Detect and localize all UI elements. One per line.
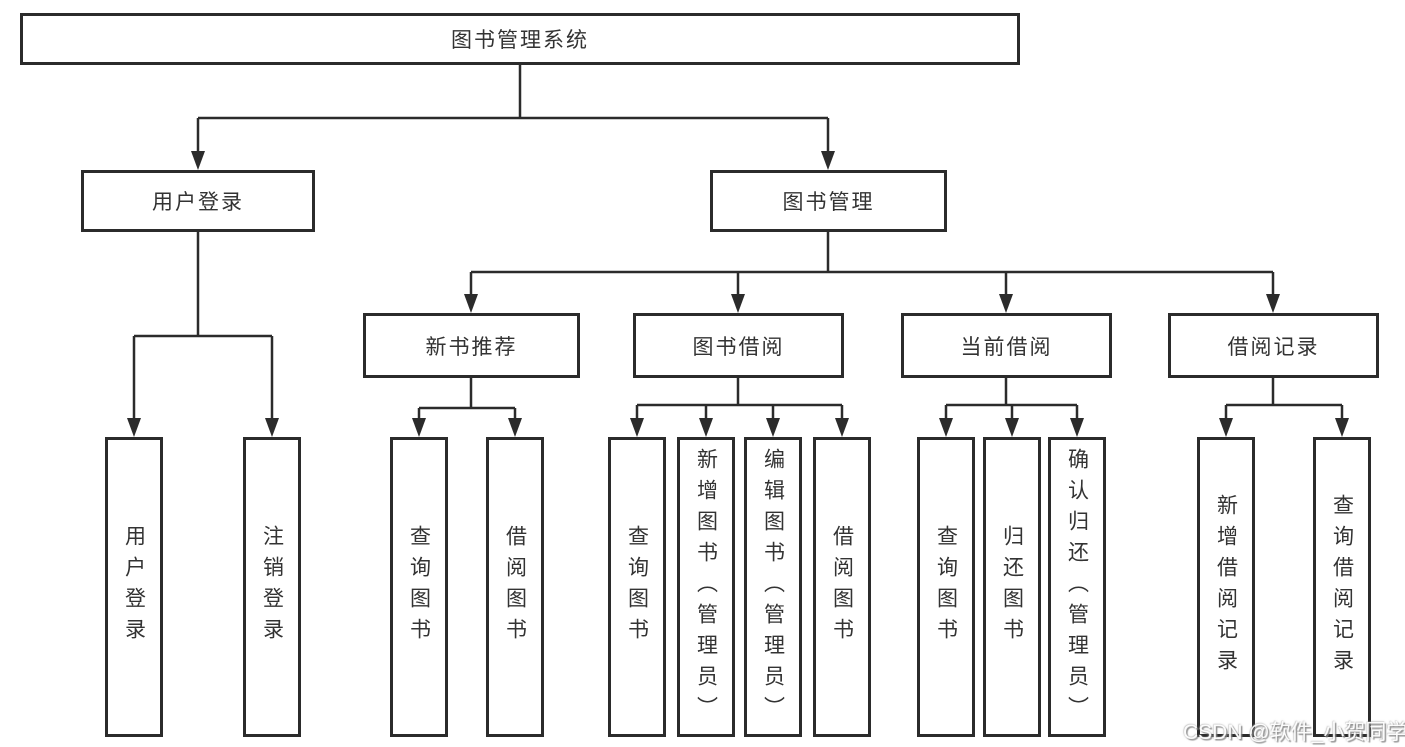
node-logout: 注销登录	[243, 437, 301, 737]
arrow-down-icon	[265, 418, 279, 437]
node-book-borrow: 图书借阅	[633, 313, 844, 378]
node-new-book-recommend: 新书推荐	[363, 313, 580, 378]
arrow-down-icon	[1266, 294, 1280, 313]
arrow-down-icon	[766, 418, 780, 437]
arrow-down-icon	[821, 151, 835, 170]
node-user-login-module-label: 用户登录	[152, 191, 244, 214]
arrow-down-icon	[835, 418, 849, 437]
arrow-down-icon	[127, 418, 141, 437]
arrow-down-icon	[1219, 418, 1233, 437]
node-bb-borrow-books-label: 借阅图书	[830, 525, 854, 649]
connector-bookmgmt-to-level3	[469, 232, 1275, 295]
arrow-down-icon	[699, 418, 713, 437]
node-bb-borrow-books: 借阅图书	[813, 437, 871, 737]
node-book-management-module: 图书管理	[710, 170, 947, 232]
node-br-add-record: 新增借阅记录	[1197, 437, 1255, 737]
node-root-label: 图书管理系统	[451, 29, 589, 52]
arrowheads	[127, 151, 1349, 437]
csdn-watermark: CSDN @软件_小贺同学	[1183, 721, 1405, 744]
node-cb-query-books: 查询图书	[917, 437, 975, 737]
node-br-query-record-label: 查询借阅记录	[1330, 494, 1354, 680]
arrow-down-icon	[412, 418, 426, 437]
arrow-down-icon	[191, 151, 205, 170]
arrow-down-icon	[508, 418, 522, 437]
node-rec-query-books-label: 查询图书	[407, 525, 431, 649]
node-cb-return-books-label: 归还图书	[1000, 525, 1024, 649]
node-rec-borrow-books: 借阅图书	[486, 437, 544, 737]
node-bb-query-books: 查询图书	[608, 437, 666, 737]
node-login: 用户登录	[105, 437, 163, 737]
arrow-down-icon	[630, 418, 644, 437]
node-current-borrow-label: 当前借阅	[960, 335, 1053, 359]
arrow-down-icon	[1335, 418, 1349, 437]
connector-root-to-level2	[196, 65, 830, 152]
node-br-query-record: 查询借阅记录	[1313, 437, 1371, 737]
connector-newrec-to-children	[417, 378, 517, 419]
node-bb-add-books-admin: 新增图书（管理员）	[677, 437, 735, 737]
connector-bookborrow-to-children	[635, 378, 844, 419]
node-cb-query-books-label: 查询图书	[934, 525, 958, 649]
arrow-down-icon	[731, 294, 745, 313]
node-bb-edit-books-admin: 编辑图书（管理员）	[744, 437, 802, 737]
node-book-management-module-label: 图书管理	[782, 191, 875, 214]
node-cb-confirm-return-admin-label: 确认归还（管理员）	[1065, 447, 1089, 727]
node-rec-borrow-books-label: 借阅图书	[503, 525, 527, 649]
node-br-add-record-label: 新增借阅记录	[1214, 494, 1238, 680]
node-bb-query-books-label: 查询图书	[625, 525, 649, 649]
connector-currentborrow-to-children	[944, 378, 1079, 419]
node-root: 图书管理系统	[20, 13, 1020, 65]
arrow-down-icon	[939, 418, 953, 437]
connector-lines	[132, 65, 1344, 419]
node-borrow-records: 借阅记录	[1168, 313, 1379, 378]
node-book-borrow-label: 图书借阅	[692, 335, 785, 359]
node-borrow-records-label: 借阅记录	[1227, 335, 1320, 359]
node-current-borrow: 当前借阅	[901, 313, 1112, 378]
node-logout-label: 注销登录	[260, 525, 284, 649]
node-user-login-module: 用户登录	[81, 170, 315, 232]
arrow-down-icon	[1005, 418, 1019, 437]
node-cb-confirm-return-admin: 确认归还（管理员）	[1048, 437, 1106, 737]
arrow-down-icon	[464, 294, 478, 313]
node-rec-query-books: 查询图书	[390, 437, 448, 737]
node-cb-return-books: 归还图书	[983, 437, 1041, 737]
connector-borrowrecord-to-children	[1224, 378, 1344, 419]
node-login-label: 用户登录	[122, 525, 146, 649]
arrow-down-icon	[999, 294, 1013, 313]
node-bb-edit-books-admin-label: 编辑图书（管理员）	[761, 447, 785, 727]
arrow-down-icon	[1070, 418, 1084, 437]
node-bb-add-books-admin-label: 新增图书（管理员）	[694, 447, 718, 727]
connector-userlogin-to-children	[132, 232, 274, 419]
node-new-book-recommend-label: 新书推荐	[425, 335, 518, 359]
